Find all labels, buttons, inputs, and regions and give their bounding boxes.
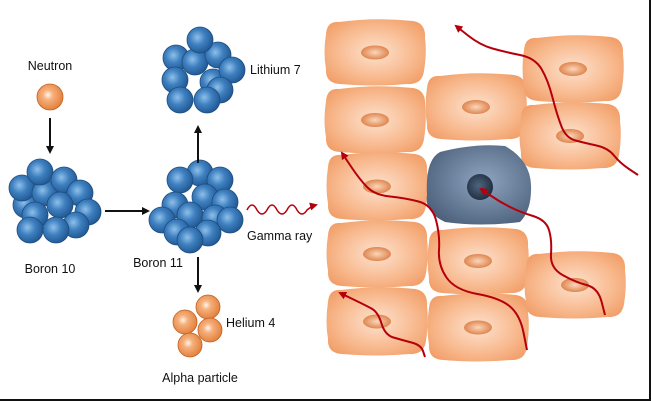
helium-4-nucleon [197, 317, 223, 343]
radiation-track-arrow [479, 187, 606, 316]
helium-4-nucleon [195, 294, 221, 320]
healthy-cell [425, 73, 527, 141]
healthy-cell [326, 287, 428, 356]
healthy-cell [324, 19, 426, 86]
cell-nucleus [361, 45, 389, 60]
healthy-cell [519, 102, 621, 170]
boron-10-nucleon [16, 216, 44, 244]
label-boron-10: Boron 10 [25, 262, 76, 276]
cell-nucleus [363, 247, 391, 261]
reaction-scheme [8, 26, 318, 358]
cell-nucleus [361, 113, 389, 127]
lithium-7-nucleon [186, 26, 214, 54]
neutron-particle [36, 83, 64, 111]
tumor-cell-nucleus [467, 174, 493, 200]
label-neutron: Neutron [28, 59, 73, 73]
radiation-track-arrow [340, 151, 528, 351]
tumor-cell [426, 145, 532, 225]
healthy-cell [326, 152, 428, 221]
label-lithium-7: Lithium 7 [250, 63, 301, 77]
boron-10-nucleon [42, 216, 70, 244]
healthy-cell [326, 220, 428, 288]
label-boron-11: Boron 11 [133, 256, 183, 270]
cell-nucleus [556, 129, 584, 143]
healthy-cell [427, 293, 529, 362]
cell-nucleus [561, 278, 589, 292]
radiation-track-arrow [338, 291, 426, 358]
radiation-track-arrow [454, 24, 639, 176]
boron-11-nucleon [176, 226, 204, 254]
healthy-cell [522, 35, 624, 103]
lithium-7-nucleon [218, 56, 246, 84]
gamma-ray-wave-icon [246, 202, 318, 215]
healthy-cell [524, 251, 626, 319]
label-helium-4: Helium 4 [226, 316, 275, 330]
boron-11-nucleon [216, 206, 244, 234]
healthy-cell [324, 86, 426, 154]
cell-nucleus [559, 62, 587, 76]
boron-11-nucleon [166, 166, 194, 194]
lithium-7-nucleon [166, 86, 194, 114]
helium-4-nucleon [177, 332, 203, 358]
boron-10-nucleon [26, 158, 54, 186]
label-alpha-particle: Alpha particle [162, 371, 238, 385]
cell-nucleus [464, 254, 492, 268]
cell-nucleus [464, 320, 492, 335]
label-gamma-ray: Gamma ray [247, 229, 313, 243]
cell-nucleus [462, 100, 490, 114]
lithium-7-nucleon [193, 86, 221, 114]
helium-4-nucleon [172, 309, 198, 335]
lithium-7-nucleon [181, 48, 209, 76]
radiation-tracks [338, 24, 639, 358]
healthy-cell [427, 227, 529, 295]
cell-nucleus [363, 314, 391, 329]
